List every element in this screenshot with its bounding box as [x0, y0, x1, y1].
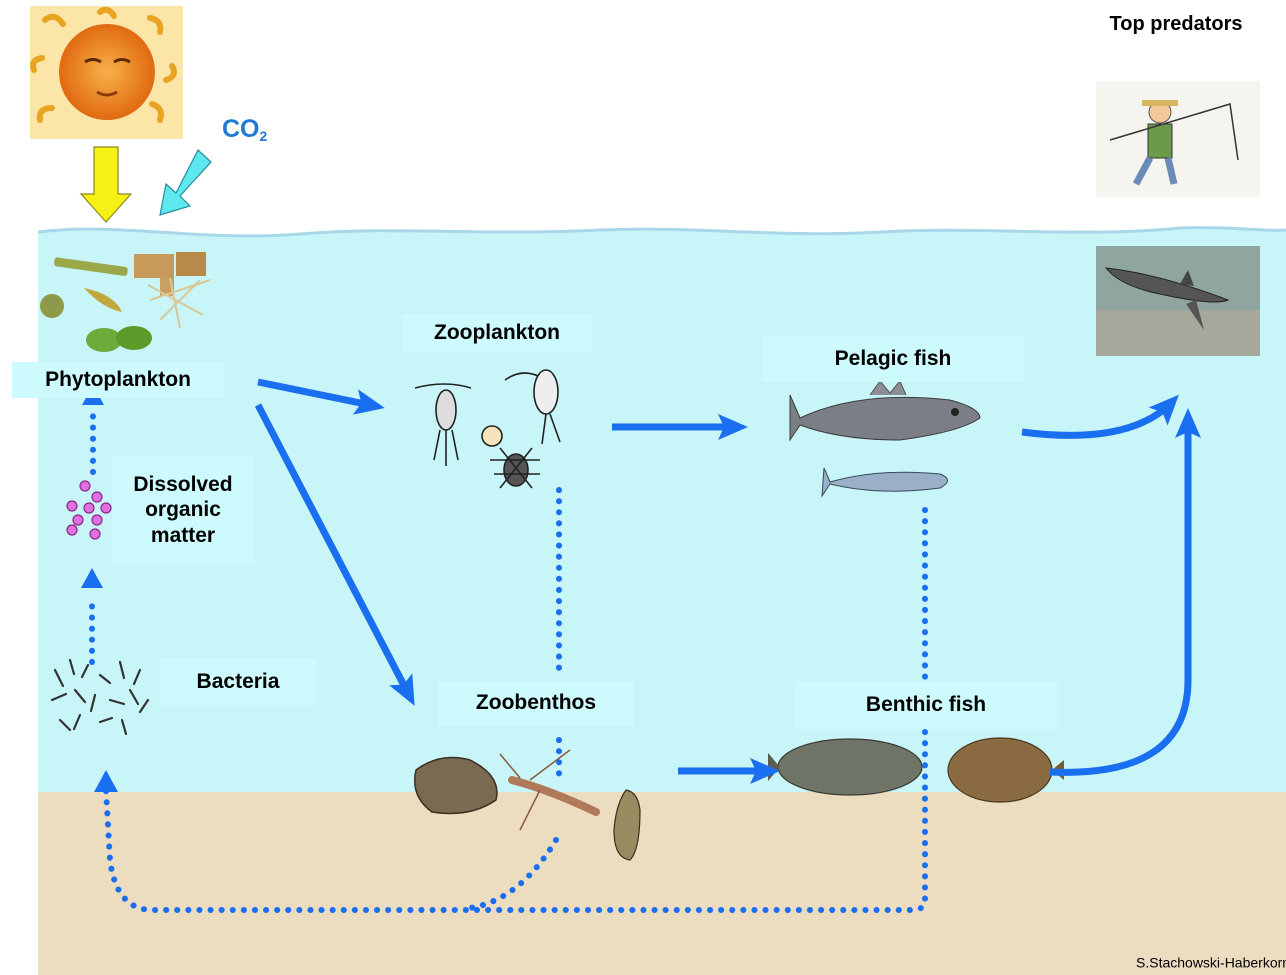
- phytoplankton-label: Phytoplankton: [12, 362, 224, 398]
- credit-text: S.Stachowski-Haberkorn: [1136, 955, 1286, 971]
- co2-text: CO: [222, 115, 260, 143]
- credit: S.Stachowski-Haberkorn©: [1136, 954, 1286, 971]
- dissolved-organic-matter-label: Dissolved organic matter: [112, 456, 254, 564]
- pelagic-fish-label: Pelagic fish: [762, 336, 1024, 382]
- top-predators-label: Top predators: [1106, 12, 1246, 37]
- co2-subscript: 2: [260, 128, 268, 144]
- co2-arrow: [160, 150, 211, 215]
- benthic-fish-label: Benthic fish: [795, 681, 1057, 729]
- zooplankton-label: Zooplankton: [402, 314, 592, 352]
- bacteria-label: Bacteria: [160, 659, 316, 705]
- sediment: [38, 792, 1286, 975]
- shark-icon: [1096, 246, 1260, 356]
- fisherman-icon: [1096, 81, 1260, 197]
- sun-icon: [30, 6, 183, 139]
- zoobenthos-label: Zoobenthos: [438, 681, 634, 725]
- sunlight-arrow: [81, 147, 131, 222]
- co2-label: CO2: [222, 115, 267, 144]
